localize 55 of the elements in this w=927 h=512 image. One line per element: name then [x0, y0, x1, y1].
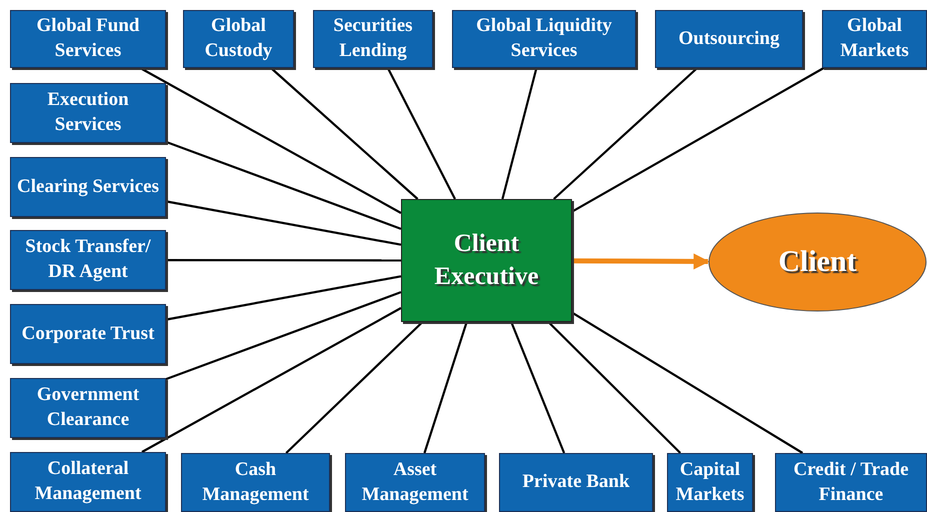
service-label: Global Liquidity Services [475, 14, 613, 63]
service-box [313, 10, 433, 68]
service-label: Private Bank [522, 470, 630, 494]
connector-line [166, 140, 402, 230]
service-box [183, 10, 294, 68]
service-label: Execution Services [46, 88, 130, 137]
service-box [10, 83, 166, 143]
connector-line [140, 67, 402, 214]
service-label: Collateral Management [34, 457, 142, 506]
connector-line [270, 67, 418, 200]
service-label: Capital Markets [674, 458, 746, 506]
service-box [10, 378, 166, 438]
service-box [655, 10, 803, 68]
connector-line [423, 322, 468, 454]
service-label: Government Clearance [36, 383, 140, 432]
service-label: Global Markets [839, 14, 910, 63]
connector-line [166, 200, 402, 246]
service-box [452, 10, 636, 68]
service-label: Stock Transfer/ DR Agent [24, 235, 152, 284]
connector-line [141, 307, 402, 453]
connector-line [510, 322, 566, 454]
service-box [822, 10, 927, 68]
connector-line [166, 291, 402, 380]
service-box [10, 452, 166, 512]
service-label: Global Fund Services [36, 14, 140, 63]
service-label: Corporate Trust [22, 322, 154, 346]
service-label: Outsourcing [678, 26, 780, 51]
client-label: Client [778, 245, 857, 279]
service-label: Cash Management [201, 458, 310, 506]
connector-line [571, 312, 804, 454]
service-box [10, 10, 166, 68]
connector-line [166, 259, 401, 262]
service-box [499, 453, 653, 512]
service-box [345, 453, 485, 512]
service-label: Securities Lending [332, 14, 414, 63]
service-box [10, 304, 166, 364]
service-label: Global Custody [204, 14, 274, 63]
service-label: Credit / Trade Finance [792, 458, 910, 506]
connector-line [166, 275, 402, 321]
connector-line [548, 321, 682, 454]
connector-line [501, 68, 538, 200]
connector-line [285, 321, 424, 454]
connector-line [571, 67, 824, 213]
connector-line [386, 68, 456, 200]
arrow [572, 253, 710, 270]
executive-label: Client Executive [433, 229, 540, 292]
executive-box [401, 199, 572, 322]
service-box [181, 453, 330, 512]
service-box [10, 230, 166, 290]
connector-line [553, 67, 698, 200]
service-box [10, 157, 166, 217]
service-label: Asset Management [360, 458, 470, 506]
service-box [667, 453, 753, 512]
service-label: Clearing Services [17, 174, 159, 199]
service-box [775, 453, 927, 512]
